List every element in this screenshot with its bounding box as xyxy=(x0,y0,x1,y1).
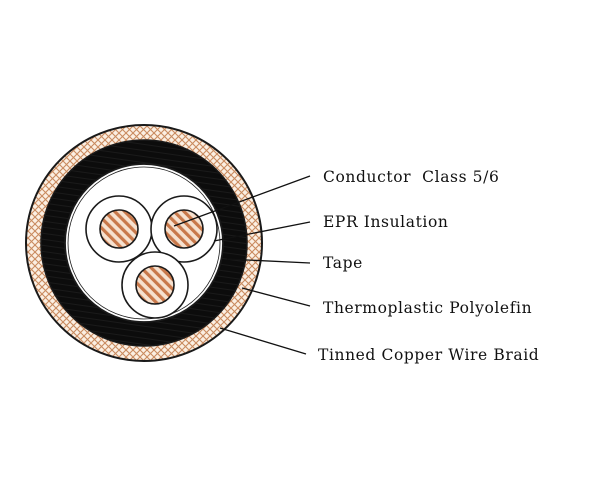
callout-label-insulation: EPR Insulation xyxy=(323,213,448,231)
callout-label-braid: Tinned Copper Wire Braid xyxy=(318,346,539,364)
tape-inner-edge xyxy=(67,166,221,320)
leader-line-conductor xyxy=(173,175,311,227)
callout-label-sheath: Thermoplastic Polyolefin xyxy=(323,299,532,317)
leader-line-tape xyxy=(226,258,311,264)
core-3-conductor xyxy=(135,265,175,305)
callout-label-conductor: Conductor Class 5/6 xyxy=(323,168,499,186)
leader-line-braid xyxy=(219,327,307,355)
core-2-conductor xyxy=(164,209,204,249)
core-1-conductor xyxy=(99,209,139,249)
callout-label-tape: Tape xyxy=(323,254,363,272)
leader-line-insulation xyxy=(213,221,311,242)
leader-line-sheath xyxy=(241,287,311,307)
